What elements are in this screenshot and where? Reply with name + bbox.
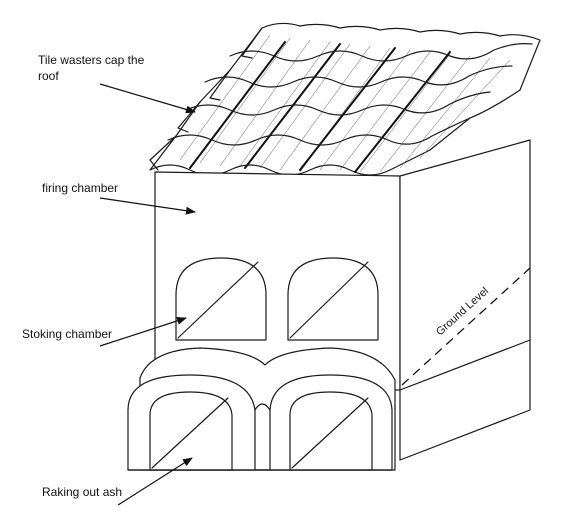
roof-tiles: [149, 22, 541, 176]
raking-arrow: [117, 457, 193, 506]
firing-chamber-label: firing chamber: [42, 181, 118, 195]
firing-arrow: [99, 197, 196, 215]
raking-arches: [127, 347, 396, 471]
stoking-arrow: [99, 316, 187, 347]
roof-label-line2: roof: [38, 69, 59, 83]
stoking-chambers: [175, 257, 379, 341]
raking-label: Raking out ash: [42, 485, 122, 499]
stoking-chamber-label: Stoking chamber: [22, 327, 112, 341]
roof-label-line1: Tile wasters cap the: [38, 53, 145, 67]
roof-arrow: [99, 83, 196, 114]
